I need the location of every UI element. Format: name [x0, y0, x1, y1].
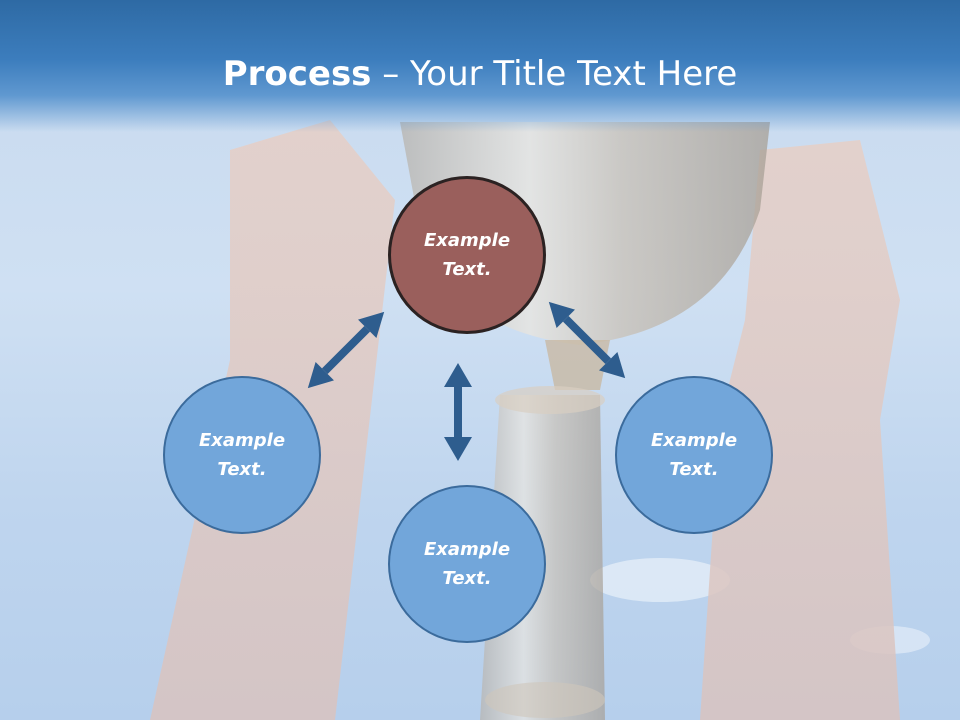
node-left[interactable]: Example Text. [163, 376, 321, 534]
title-bold: Process [222, 54, 372, 94]
title-bar [0, 0, 960, 132]
node-top[interactable]: Example Text. [388, 176, 546, 334]
node-top-text: Example Text. [423, 230, 511, 280]
title-rest: – Your Title Text Here [371, 54, 738, 94]
node-right-text: Example Text. [650, 430, 738, 480]
slide-title: Process – Your Title Text Here [0, 50, 960, 98]
node-bottom-text: Example Text. [423, 539, 511, 589]
node-right[interactable]: Example Text. [615, 376, 773, 534]
node-left-text: Example Text. [198, 430, 286, 480]
node-bottom[interactable]: Example Text. [388, 485, 546, 643]
